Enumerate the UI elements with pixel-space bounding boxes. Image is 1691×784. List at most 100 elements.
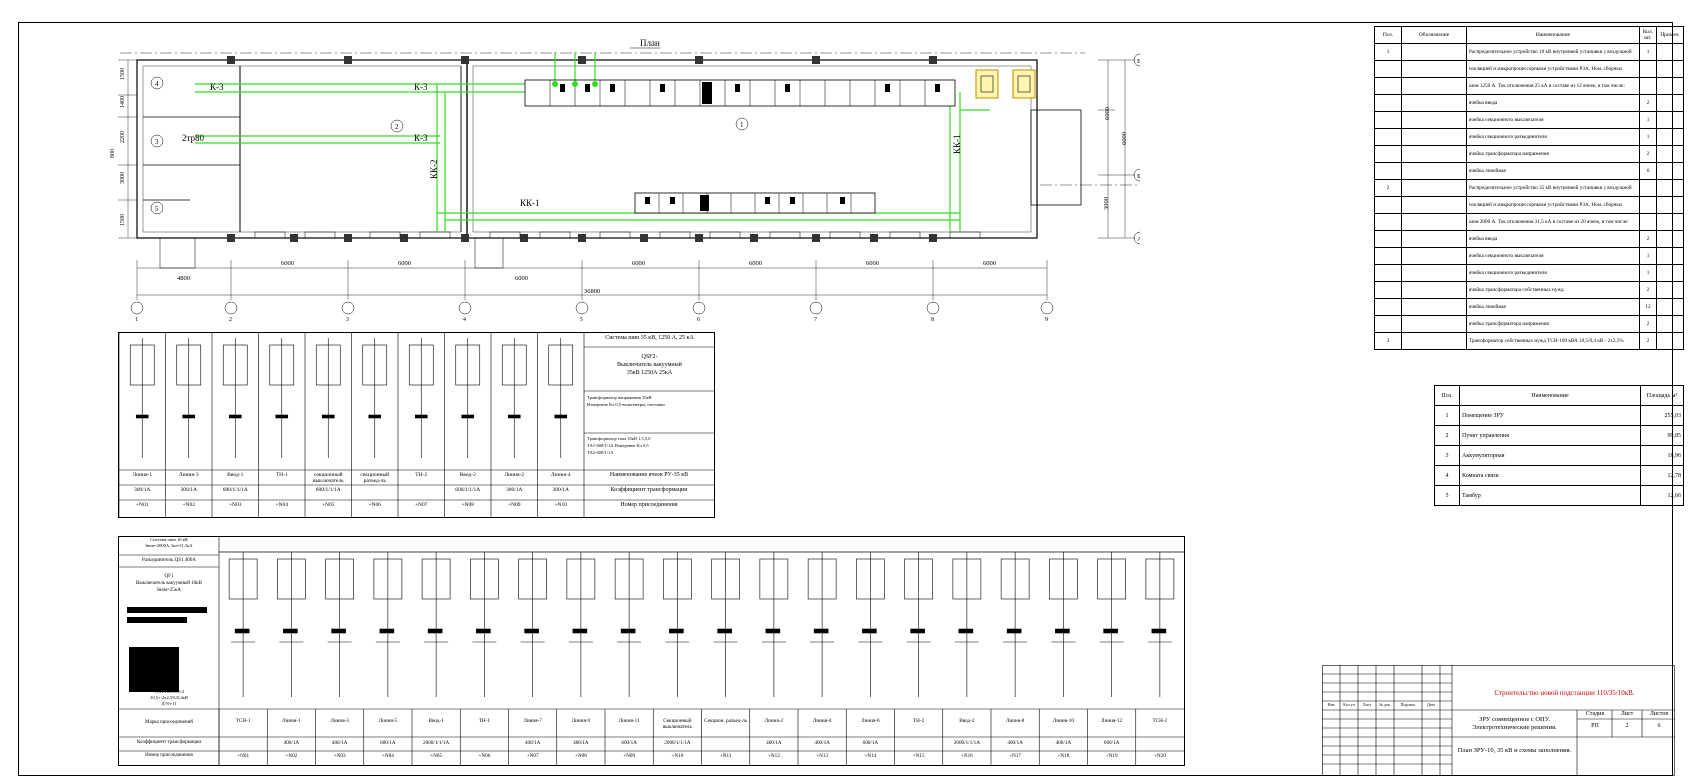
cell-10-names: ТН-2 — [913, 718, 925, 724]
spec-pos: 3 — [1374, 332, 1402, 350]
spec-empty — [1401, 230, 1467, 248]
cell-10-cabinet — [518, 558, 547, 600]
spec-empty — [1656, 179, 1684, 197]
cell-10-cabinet — [470, 558, 499, 600]
spec-qty: 2 — [1639, 230, 1657, 248]
title-block: Строительство новой подстанции 110/35/10… — [1322, 665, 1675, 776]
spec-name: ячейка секционного выключателя — [1466, 111, 1640, 129]
spec-qty: 12 — [1639, 298, 1657, 316]
room-pos: 3 — [1434, 445, 1460, 466]
spec-name: ячейка ввода — [1466, 94, 1640, 112]
spec-empty — [1656, 43, 1684, 61]
spec-name: Трансформатор собственных нужд ТСН-100 к… — [1466, 332, 1640, 350]
cell-10-names: Линия-9 — [571, 718, 591, 724]
spec-pos — [1374, 77, 1402, 95]
spec-empty — [1401, 247, 1467, 265]
cell-10-names: Линия-12 — [1101, 718, 1123, 724]
cell-10-names: Линия-2 — [764, 718, 784, 724]
spec-empty — [1656, 247, 1684, 265]
spec-pos — [1374, 213, 1402, 231]
spec-name: ячейка линейная — [1466, 298, 1640, 316]
svg-text:3: 3 — [155, 138, 159, 146]
spec-qty: 2 — [1639, 315, 1657, 333]
room-markers: 4 3 5 2 1 — [150, 76, 749, 215]
svg-text:4: 4 — [463, 317, 466, 323]
spec-name: ячейка секционного выключателя — [1466, 247, 1640, 265]
duct-labels: К-3 К-3 К-3 КК-2 КК-1 КК-1 2тр80 — [182, 82, 962, 208]
svg-text:6000: 6000 — [749, 260, 762, 267]
spec-header: Примеч. — [1656, 26, 1684, 44]
cell-35-numbers: +N08 — [461, 502, 475, 508]
switchgear-row-35kv — [634, 192, 876, 214]
spec-empty — [1401, 111, 1467, 129]
spec-empty — [1401, 179, 1467, 197]
cell-35-numbers: +N10 — [554, 502, 568, 508]
spec-empty — [1656, 230, 1684, 248]
spec-empty — [1656, 196, 1684, 214]
specification-table: Поз. Обозначение Наименование Кол. шт. П… — [1374, 26, 1684, 350]
cell-10-cabinet — [277, 558, 306, 600]
svg-text:К-3: К-3 — [414, 82, 428, 92]
spec-empty — [1656, 60, 1684, 78]
rooms-header: Площадь м² — [1640, 385, 1684, 406]
svg-text:К-3: К-3 — [210, 82, 224, 92]
rev-col: № док. — [1379, 702, 1391, 707]
tsn-transformers — [975, 69, 1036, 99]
sheet-value: 2 — [1625, 723, 1629, 729]
svg-text:6000: 6000 — [632, 260, 645, 267]
cell-10-numbers: +N02 — [285, 753, 298, 759]
cell-10-cabinet — [421, 558, 451, 600]
columns — [227, 56, 937, 242]
svg-text:7: 7 — [814, 317, 817, 323]
svg-text:1: 1 — [740, 121, 744, 129]
cell-10-numbers: +N09 — [623, 753, 636, 759]
scheme-35kv: Система шин 35 кВ, 1250 А, 25 кА QSF2-Вы… — [118, 332, 715, 518]
spec-pos — [1374, 128, 1402, 146]
svg-text:1500: 1500 — [120, 214, 126, 226]
spec-pos — [1374, 264, 1402, 282]
cell-35-names: Ввод-1 — [227, 472, 244, 478]
switchgear-row-10kv — [524, 79, 956, 107]
row-label: Коэффициент трансформации — [610, 487, 688, 493]
cell-35-numbers: +N04 — [275, 502, 289, 508]
svg-text:6000: 6000 — [866, 260, 879, 267]
rooms-header: Наименование — [1459, 385, 1641, 406]
svg-text:5: 5 — [155, 205, 159, 213]
sheets-header: Листов — [1649, 711, 1669, 717]
room-area: 255,03 — [1640, 405, 1684, 426]
spec-header: Кол. шт. — [1639, 26, 1657, 44]
spec-row: 3 Трансформатор собственных нужд ТСН-100 … — [1374, 332, 1684, 350]
room-name: Пункт управления — [1459, 425, 1641, 446]
svg-text:КК-1: КК-1 — [520, 198, 540, 208]
room-area: 18,96 — [1640, 445, 1684, 466]
cell-35-names: Линия-4 — [550, 472, 571, 478]
cell-35-names: ТН-2 — [415, 472, 428, 478]
spec-empty — [1401, 281, 1467, 299]
cell-10-cabinet — [807, 558, 837, 600]
spec-empty — [1656, 77, 1684, 95]
cell-10-ratios: 400/1А — [573, 740, 589, 746]
spec-empty — [1401, 43, 1467, 61]
cell-10-numbers: +N05 — [430, 753, 443, 759]
stage-header: Стадия — [1585, 711, 1605, 717]
cell-10-ratios: 400/1А — [766, 740, 782, 746]
cell-10-names: ТСН-1 — [235, 718, 251, 724]
project-title: Строительство новой подстанции 110/35/10… — [1494, 689, 1635, 697]
svg-text:КК-2: КК-2 — [429, 159, 439, 179]
spec-name: ячейка секционного разъединителя — [1466, 264, 1640, 282]
cell-10-numbers: +N06 — [478, 753, 491, 759]
spec-name: шин 1250 А. Ток отключения 25 кА в соста… — [1466, 77, 1640, 95]
cell-35-numbers: +N05 — [321, 502, 335, 508]
cell-10-cabinet — [566, 558, 596, 600]
spec-qty: 6 — [1639, 162, 1657, 180]
spec-empty — [1656, 111, 1684, 129]
spec-name: изоляцией и микропроцессорными устройств… — [1466, 196, 1640, 214]
cell-10-names: Линия-3 — [330, 718, 349, 724]
cell-35-names: секционный разъед-ль — [360, 472, 390, 484]
